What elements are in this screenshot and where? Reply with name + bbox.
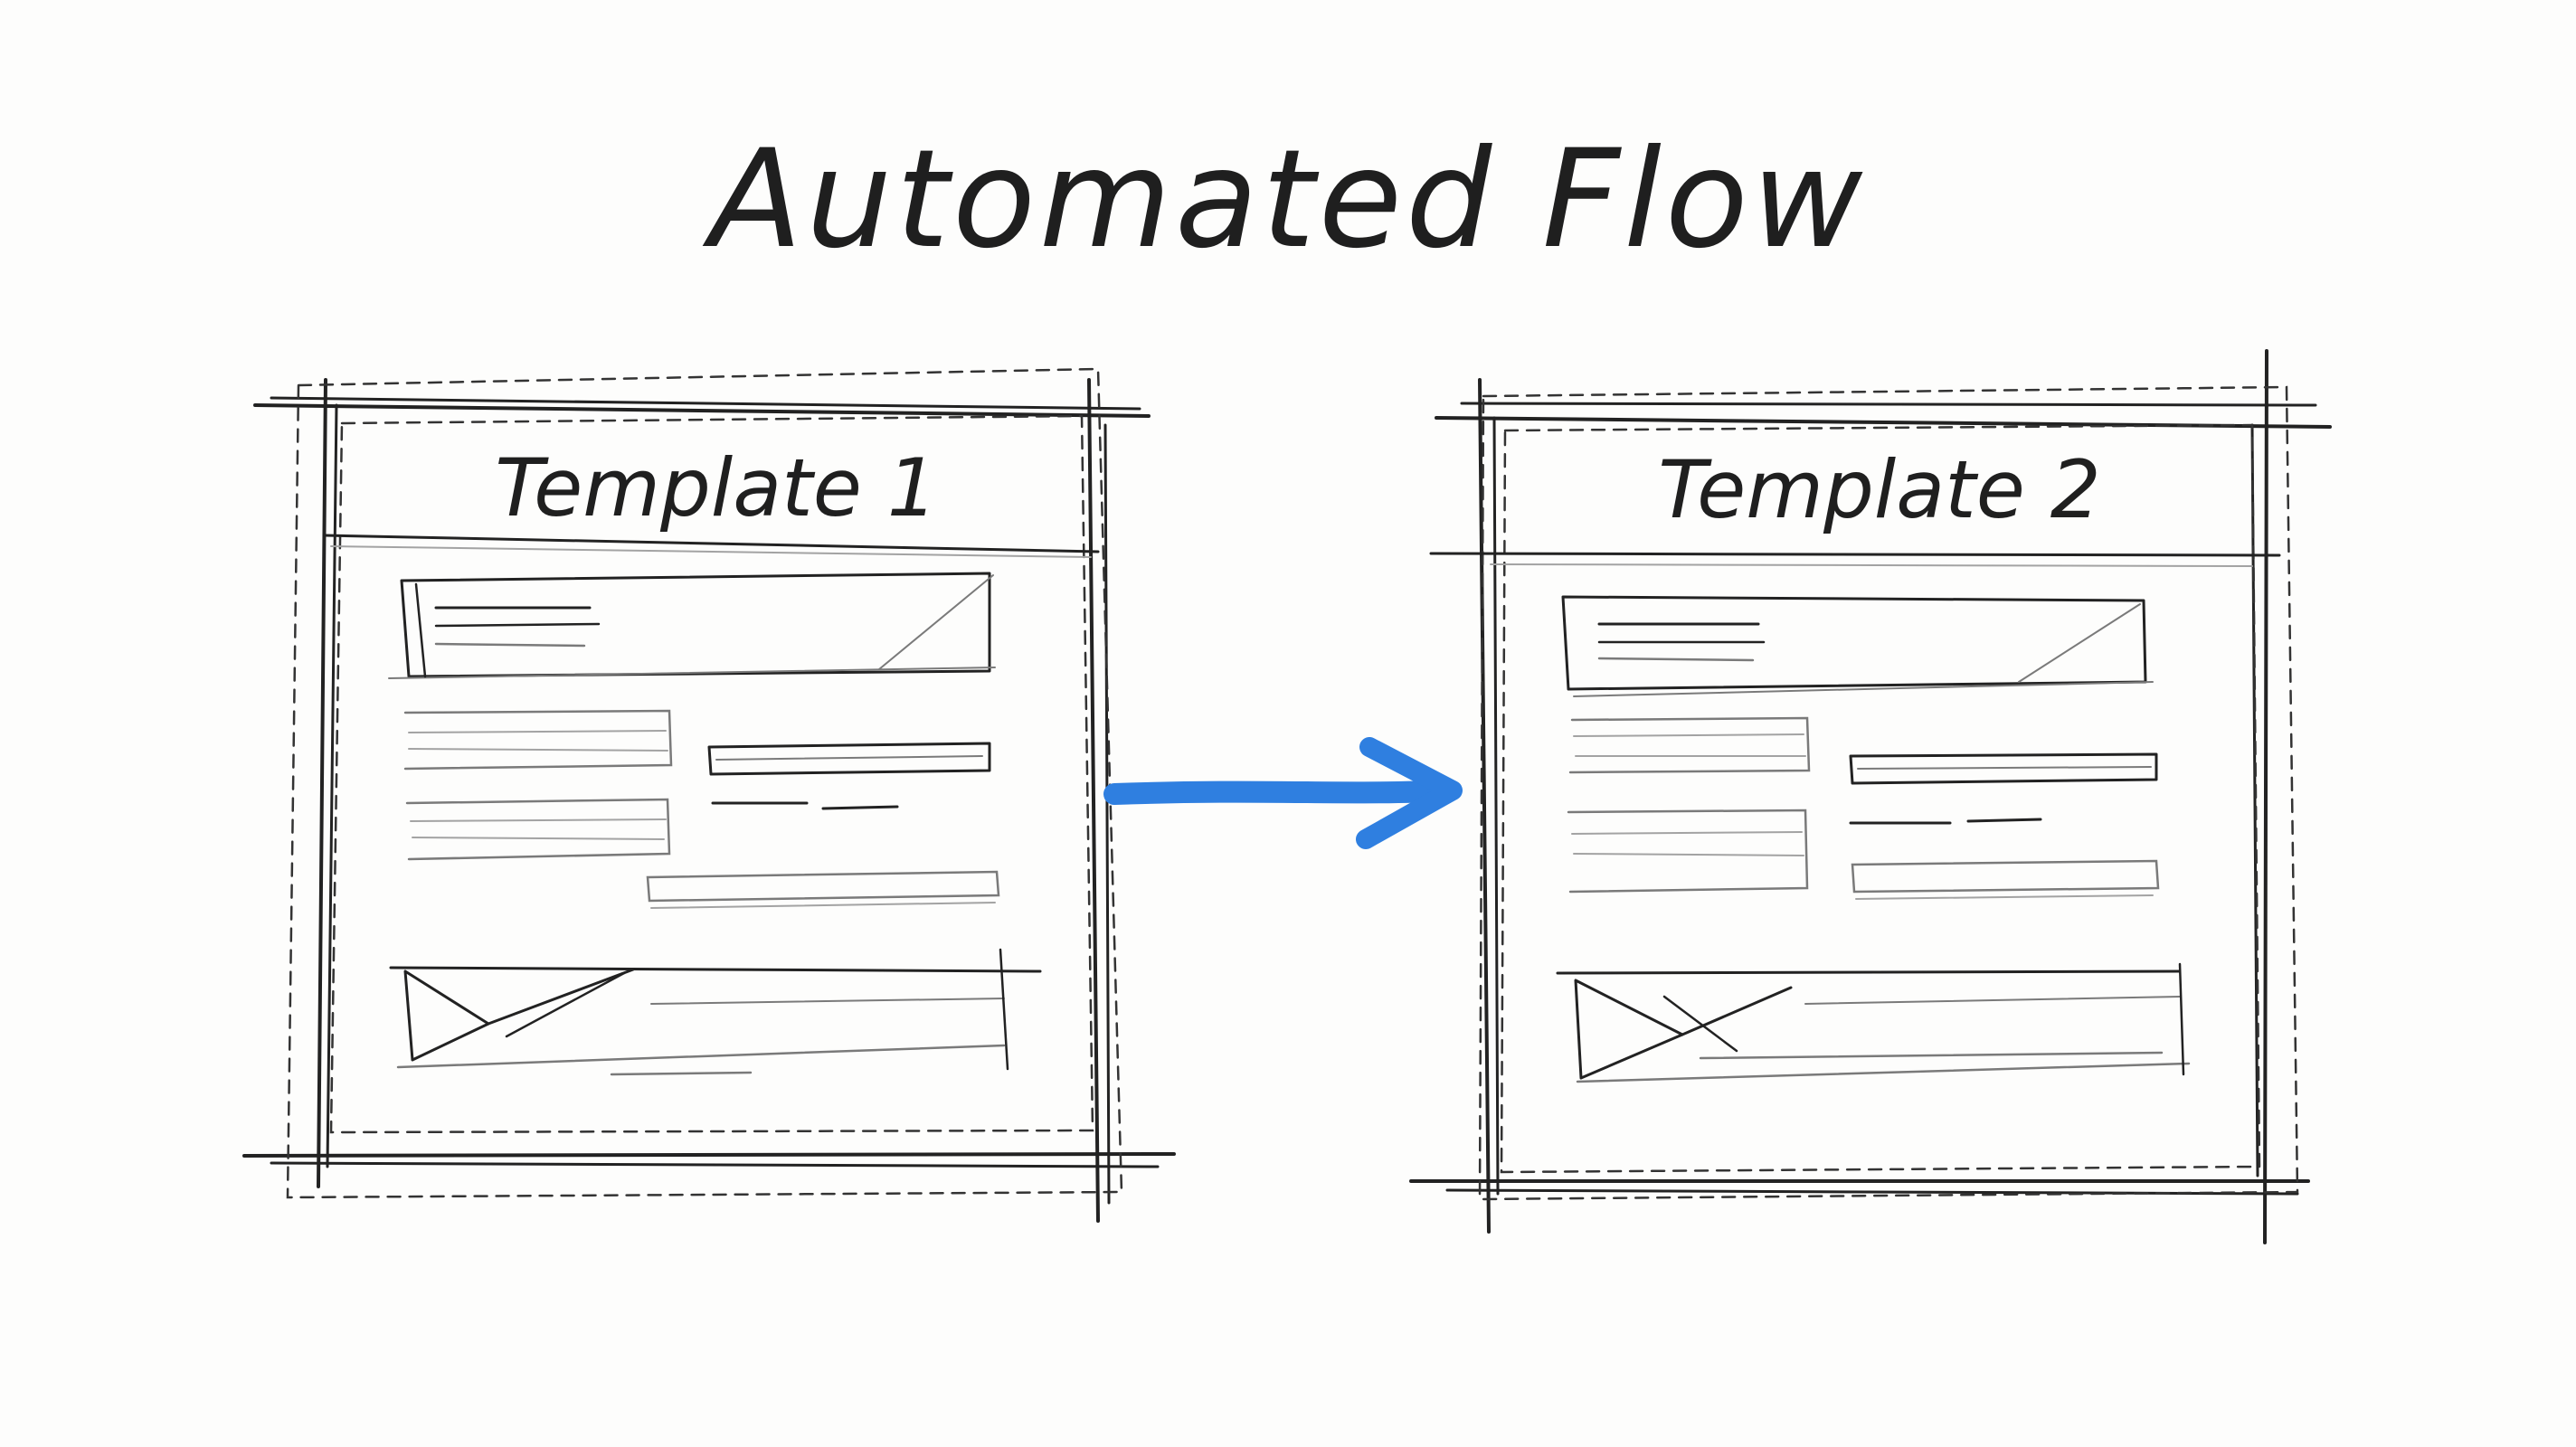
template-1-card: Template 1 — [242, 367, 1176, 1223]
template-2-label: Template 2 — [1658, 443, 2101, 536]
flow-arrow — [1103, 737, 1463, 849]
template-2-card: Template 2 — [1409, 349, 2332, 1244]
template-1-label: Template 1 — [495, 441, 938, 534]
diagram-title: Automated Flow — [703, 121, 1867, 279]
